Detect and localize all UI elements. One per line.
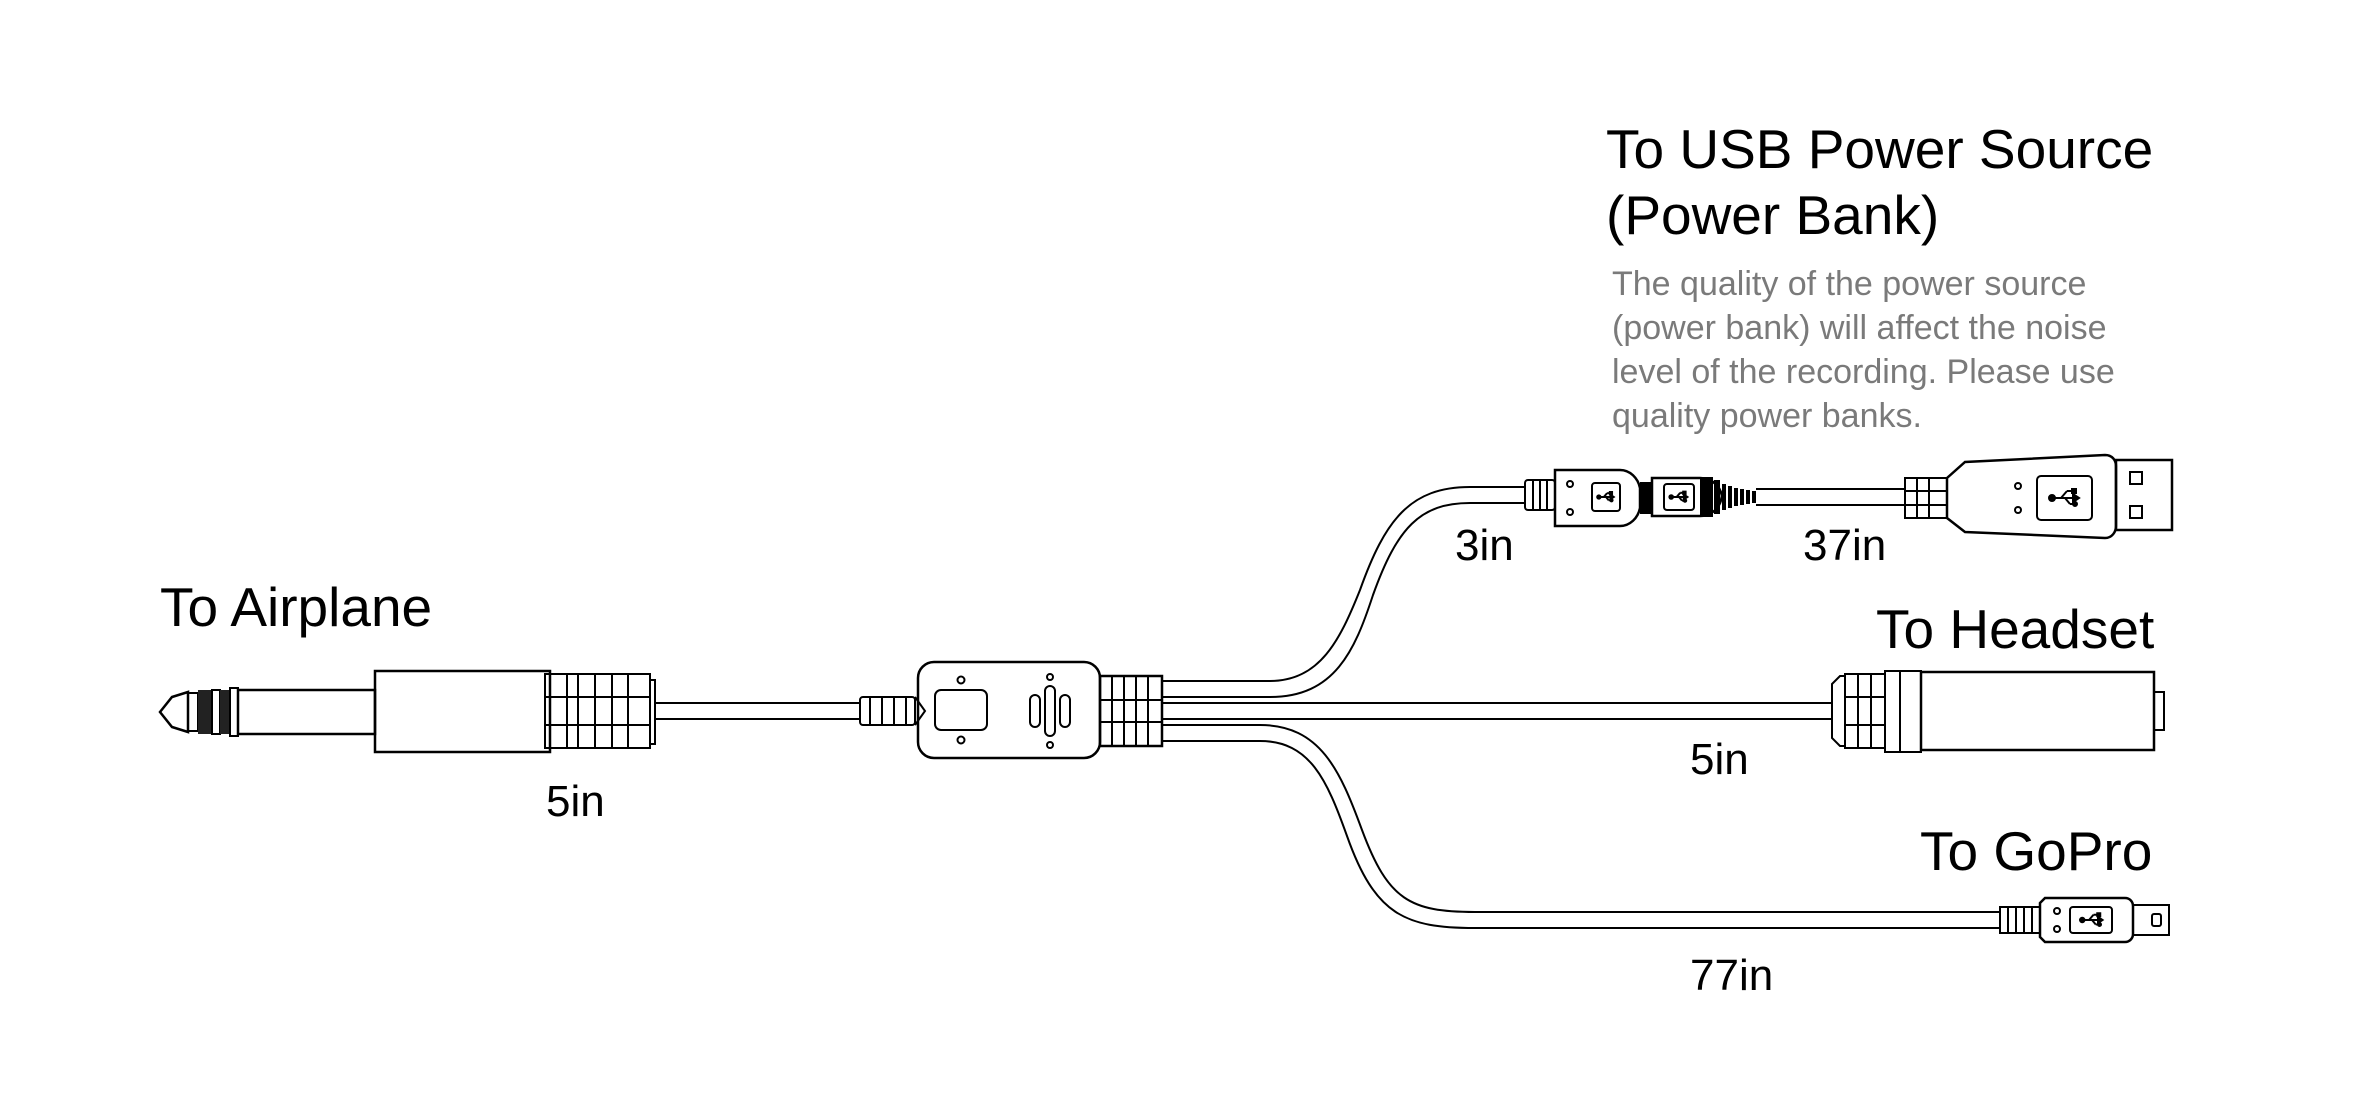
usb-short-cable-length: 3in <box>1455 521 1514 570</box>
splitter-hub <box>918 662 1100 758</box>
headset-cable-length: 5in <box>1690 735 1749 784</box>
airplane-cable-length: 5in <box>546 777 605 826</box>
usb-long-cable-length: 37in <box>1803 521 1887 570</box>
airplane-plug <box>160 671 655 752</box>
usb-branch-cable <box>1162 487 1525 697</box>
airplane-label: To Airplane <box>160 576 433 638</box>
usb-power-label-line1: To USB Power Source <box>1606 118 2154 180</box>
power-bank-note: The quality of the power source (power b… <box>1612 265 2115 435</box>
headset-label: To Headset <box>1876 598 2155 660</box>
gopro-cable-length: 77in <box>1690 951 1774 1000</box>
usb-long-cable <box>1756 489 1905 505</box>
airplane-cable <box>655 703 860 719</box>
usb-trident-icon <box>2048 488 2080 507</box>
usb-a-plug <box>1905 455 2172 538</box>
gopro-mini-usb-plug <box>2000 898 2169 942</box>
micro-usb-male-plug <box>1652 478 1756 516</box>
usb-power-label-line2: (Power Bank) <box>1606 184 1940 246</box>
hub-strain-relief-left <box>860 697 925 725</box>
gopro-cable <box>1162 725 2000 928</box>
headset-jack <box>1832 671 2164 752</box>
micro-usb-female-connector <box>1525 470 1652 526</box>
hub-strain-relief-right <box>1100 676 1162 746</box>
headset-cable <box>1162 703 1832 719</box>
gopro-label: To GoPro <box>1920 820 2153 882</box>
